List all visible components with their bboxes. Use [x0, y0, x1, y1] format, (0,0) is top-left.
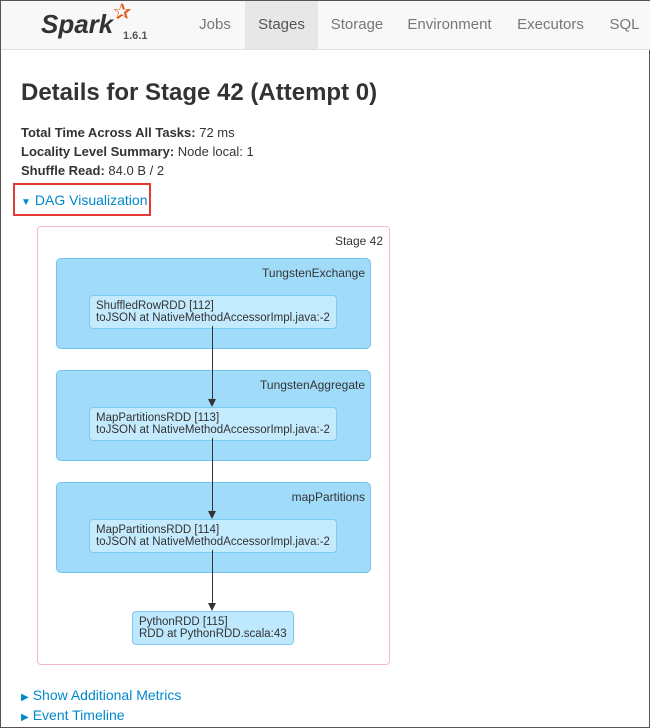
label: Shuffle Read:: [21, 163, 105, 178]
rdd-node[interactable]: MapPartitionsRDD [113]toJSON at NativeMe…: [89, 407, 337, 441]
link-label: DAG Visualization: [34, 192, 148, 208]
tab-jobs[interactable]: Jobs: [199, 16, 231, 33]
cluster-label: TungstenAggregate: [260, 378, 365, 392]
node-title: ShuffledRowRDD [112]: [96, 300, 214, 312]
value: 72 ms: [199, 125, 235, 140]
caret-down-icon: ▼: [21, 197, 31, 208]
summary-total-time: Total Time Across All Tasks: 72 ms: [21, 125, 235, 140]
node-title: PythonRDD [115]: [139, 616, 228, 628]
spark-star-icon: ✰: [113, 0, 132, 24]
tab-storage[interactable]: Storage: [330, 16, 384, 33]
version-label: 1.6.1: [123, 30, 148, 42]
value: Node local: 1: [177, 144, 254, 159]
rdd-node[interactable]: ShuffledRowRDD [112]toJSON at NativeMeth…: [89, 295, 337, 329]
node-callsite: toJSON at NativeMethodAccessorImpl.java:…: [96, 312, 330, 324]
summary-shuffle-read: Shuffle Read: 84.0 B / 2: [21, 163, 164, 178]
summary-locality: Locality Level Summary: Node local: 1: [21, 144, 254, 159]
caret-right-icon: ▶: [21, 692, 29, 703]
value: 84.0 B / 2: [108, 163, 165, 178]
arrow-icon: [208, 603, 216, 611]
cluster-label: mapPartitions: [291, 490, 365, 504]
link-label: Show Additional Metrics: [32, 687, 182, 703]
label: Locality Level Summary:: [21, 144, 175, 159]
dag-visualization-toggle[interactable]: ▼DAG Visualization: [21, 192, 147, 208]
node-callsite: RDD at PythonRDD.scala:43: [139, 628, 287, 640]
dag-edge: [212, 326, 213, 399]
top-navbar: Spark ✰ 1.6.1 Jobs Stages Storage Enviro…: [1, 1, 650, 50]
show-additional-metrics-toggle[interactable]: ▶Show Additional Metrics: [21, 687, 181, 703]
cluster-label: TungstenExchange: [262, 266, 365, 280]
arrow-icon: [208, 399, 216, 407]
event-timeline-toggle[interactable]: ▶Event Timeline: [21, 707, 125, 723]
dag-edge: [212, 550, 213, 603]
node-title: MapPartitionsRDD [113]: [96, 412, 220, 424]
spark-logo[interactable]: Spark: [41, 9, 114, 39]
tab-stages[interactable]: Stages: [245, 1, 318, 49]
tab-executors[interactable]: Executors: [517, 16, 584, 33]
tab-sql[interactable]: SQL: [609, 16, 640, 33]
stage-label: Stage 42: [334, 234, 383, 248]
arrow-icon: [208, 511, 216, 519]
link-label: Event Timeline: [32, 707, 125, 723]
rdd-node[interactable]: PythonRDD [115]RDD at PythonRDD.scala:43: [132, 611, 294, 645]
node-title: MapPartitionsRDD [114]: [96, 524, 220, 536]
highlight-box: [13, 183, 151, 216]
page-title: Details for Stage 42 (Attempt 0): [21, 79, 378, 106]
label: Total Time Across All Tasks:: [21, 125, 196, 140]
rdd-node[interactable]: MapPartitionsRDD [114]toJSON at NativeMe…: [89, 519, 337, 553]
node-callsite: toJSON at NativeMethodAccessorImpl.java:…: [96, 424, 330, 436]
tab-environment[interactable]: Environment: [407, 16, 492, 33]
stage-box: Stage 42: [37, 226, 390, 665]
node-callsite: toJSON at NativeMethodAccessorImpl.java:…: [96, 536, 330, 548]
caret-right-icon: ▶: [21, 712, 29, 723]
dag-edge: [212, 438, 213, 511]
